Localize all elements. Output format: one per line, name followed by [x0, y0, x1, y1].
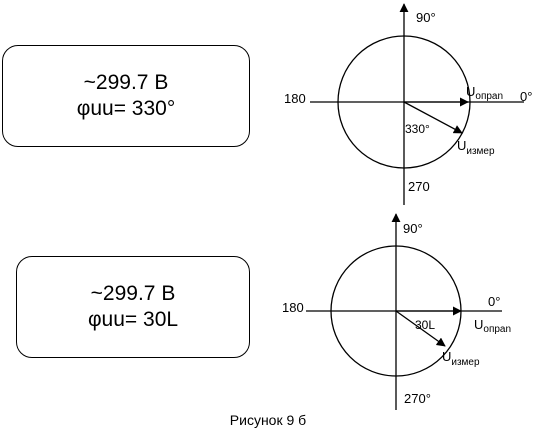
readout-box-2: ~299.7 В φuu= 30L — [16, 256, 250, 358]
label-180-2: 180 — [282, 300, 304, 315]
label-270-2: 270° — [404, 391, 431, 406]
measured-vector-1 — [403, 101, 463, 134]
figure-caption: Рисунок 9 б — [229, 412, 307, 428]
label-270-1: 270 — [408, 179, 430, 194]
label-0-1: 0° — [520, 89, 532, 104]
measured-vector-2 — [395, 310, 446, 347]
voltage-readout-1: ~299.7 В — [83, 71, 169, 94]
reference-label-2: Uопрan — [474, 317, 511, 335]
label-90-1: 90° — [416, 10, 436, 25]
phasor-diagram-2: 90° 180 0° 270° 30L Uопрan Uизмер — [282, 213, 511, 410]
label-90-2: 90° — [403, 221, 423, 236]
phasor-diagram-1: 90° 180 0° 270 330° Uопрan Uизмер — [284, 3, 532, 205]
label-0-2: 0° — [488, 294, 500, 309]
voltage-readout-2: ~299.7 В — [90, 282, 176, 305]
label-180-1: 180 — [284, 91, 306, 106]
angle-label-1: 330° — [405, 122, 430, 136]
reference-label-1: Uопрan — [466, 84, 503, 102]
angle-label-2: 30L — [415, 318, 435, 332]
measured-label-2: Uизмер — [442, 349, 480, 368]
readout-box-1: ~299.7 В φuu= 330° — [2, 45, 250, 147]
phase-readout-2: φuu= 30L — [87, 308, 179, 331]
phase-readout-1: φuu= 330° — [76, 97, 176, 120]
measured-label-1: Uизмер — [457, 138, 495, 157]
